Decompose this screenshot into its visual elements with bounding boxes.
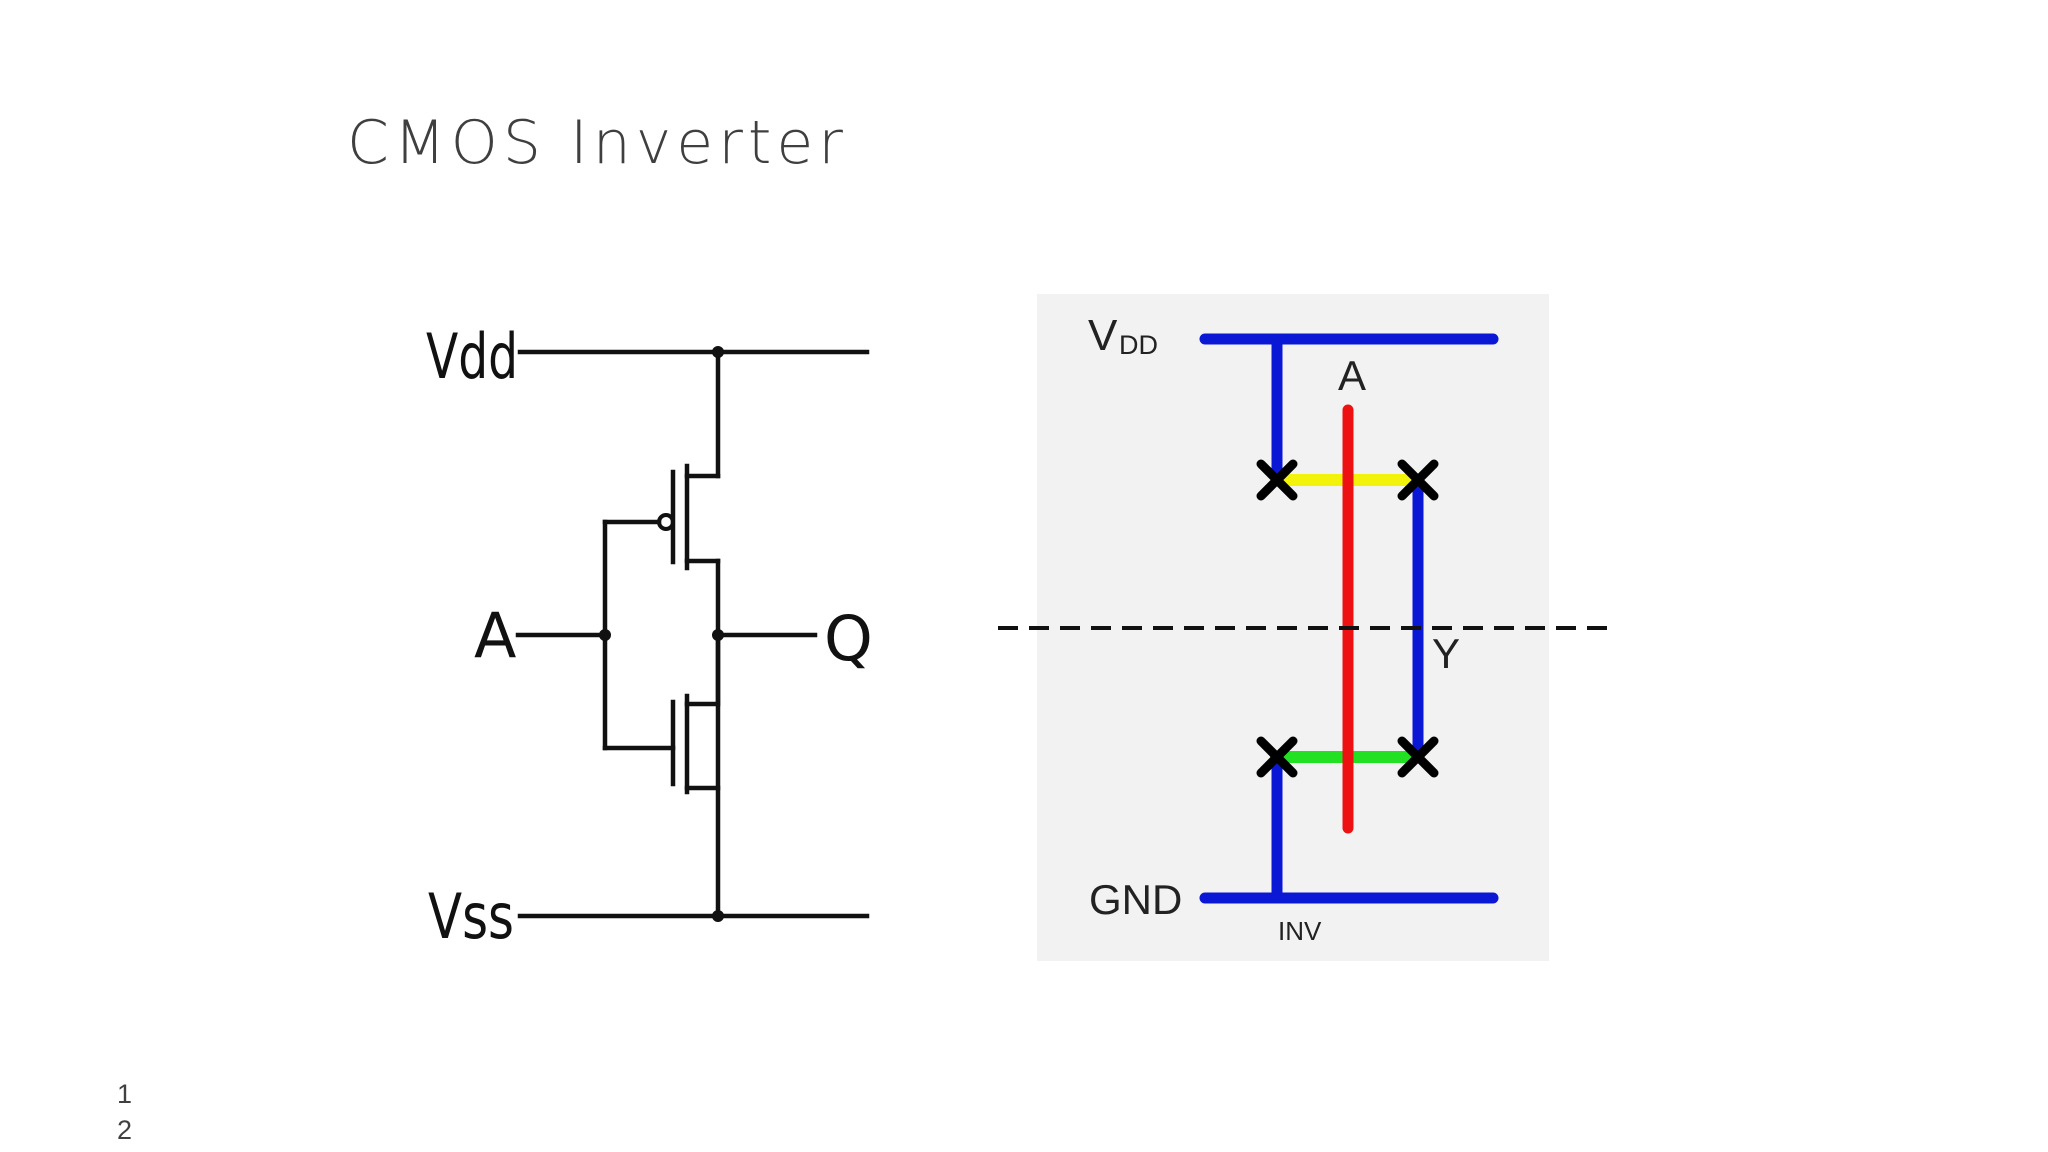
- input-label-a: A: [1338, 352, 1366, 399]
- page-number: 12: [117, 1079, 133, 1145]
- output-label-q: Q: [824, 602, 873, 675]
- stick-diagram: V DD A Y GND INV: [998, 311, 1616, 946]
- contact-icon-pmos-drain: [1397, 459, 1439, 501]
- vdd-label: Vdd: [426, 320, 518, 393]
- input-label-a: A: [474, 599, 516, 672]
- slide-title: CMOS Inverter: [347, 108, 848, 178]
- inverter-schematic: Vdd Vss A Q: [426, 320, 873, 953]
- contact-icon-vdd: [1256, 459, 1298, 501]
- output-junction-dot: [712, 629, 724, 641]
- contact-icon-gnd: [1256, 736, 1298, 778]
- cell-name-label: INV: [1278, 916, 1322, 946]
- nmos-transistor: [602, 633, 721, 919]
- vss-junction-dot: [712, 910, 724, 922]
- vdd-label-subscript: DD: [1119, 330, 1158, 360]
- gnd-label: GND: [1089, 876, 1182, 923]
- contact-icon-nmos-drain: [1397, 736, 1439, 778]
- input-junction-dot: [599, 629, 611, 641]
- vdd-label-main: V: [1088, 311, 1118, 360]
- output-label-y: Y: [1432, 630, 1460, 677]
- vss-label: Vss: [428, 880, 514, 953]
- pmos-transistor: [602, 349, 721, 703]
- vdd-junction-dot: [712, 346, 724, 358]
